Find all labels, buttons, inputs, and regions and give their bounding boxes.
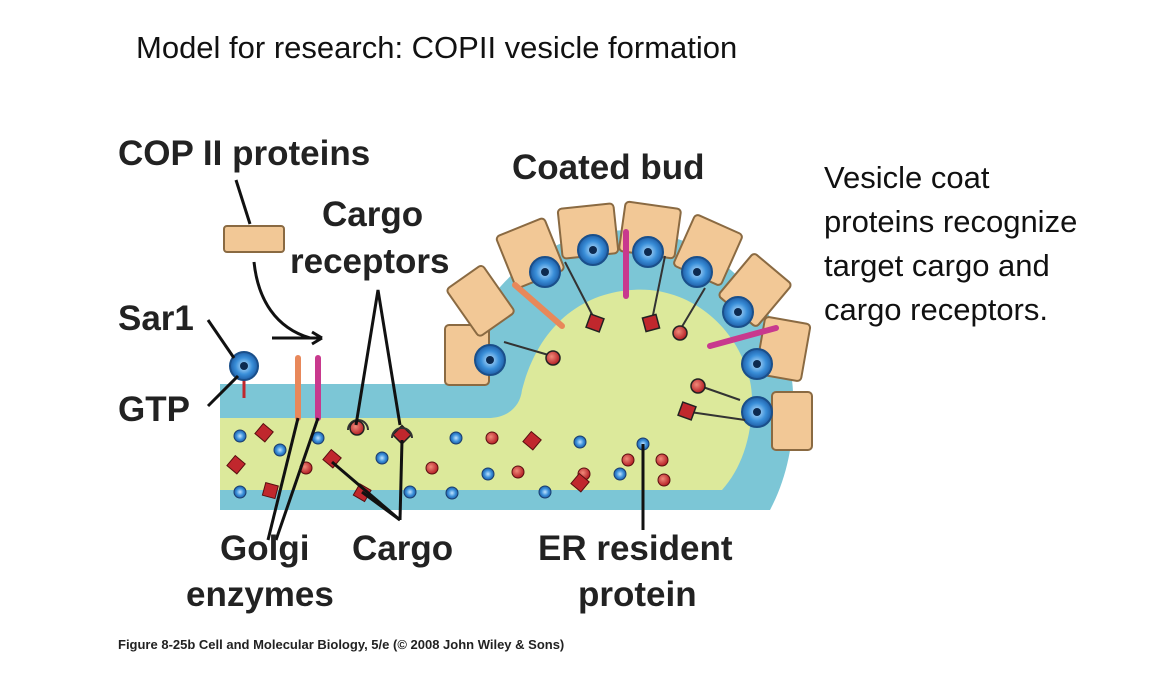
label-er-resident-line2: protein	[578, 575, 697, 614]
sar1-proteins	[474, 234, 773, 428]
bud-receptors	[512, 229, 779, 349]
side-note-line: cargo receptors.	[824, 292, 1048, 327]
sar1-gtp	[229, 351, 259, 398]
leader-lines	[206, 179, 645, 541]
side-note-line: proteins recognize	[824, 204, 1078, 239]
golgi-enzymes	[295, 355, 321, 421]
label-cargo-receptors-line1: Cargo	[322, 195, 423, 234]
bud-cargo	[545, 313, 706, 421]
label-golgi-line1: Golgi	[220, 529, 309, 568]
label-er-resident-line1: ER resident	[538, 529, 733, 568]
er-lumen	[220, 289, 752, 490]
copii-protein-free	[223, 225, 285, 253]
side-note-line: target cargo and	[824, 248, 1050, 283]
figure-caption: Figure 8-25b Cell and Molecular Biology,…	[118, 637, 565, 652]
bud-receptor-stalks	[503, 255, 746, 421]
label-cargo-receptors-line2: receptors	[290, 242, 450, 281]
slide-title: Model for research: COPII vesicle format…	[136, 30, 738, 65]
label-copii-proteins: COP II proteins	[118, 134, 370, 173]
side-note-line: Vesicle coat	[824, 160, 990, 195]
flat-cargo-receptors	[347, 419, 413, 445]
label-gtp: GTP	[118, 390, 190, 429]
label-golgi-line2: enzymes	[186, 575, 334, 614]
lumen-blue-dots	[233, 429, 650, 500]
label-coated-bud: Coated bud	[512, 148, 704, 187]
side-note: Vesicle coat proteins recognize target c…	[824, 156, 1144, 332]
label-sar1: Sar1	[118, 299, 194, 338]
label-cargo: Cargo	[352, 529, 453, 568]
